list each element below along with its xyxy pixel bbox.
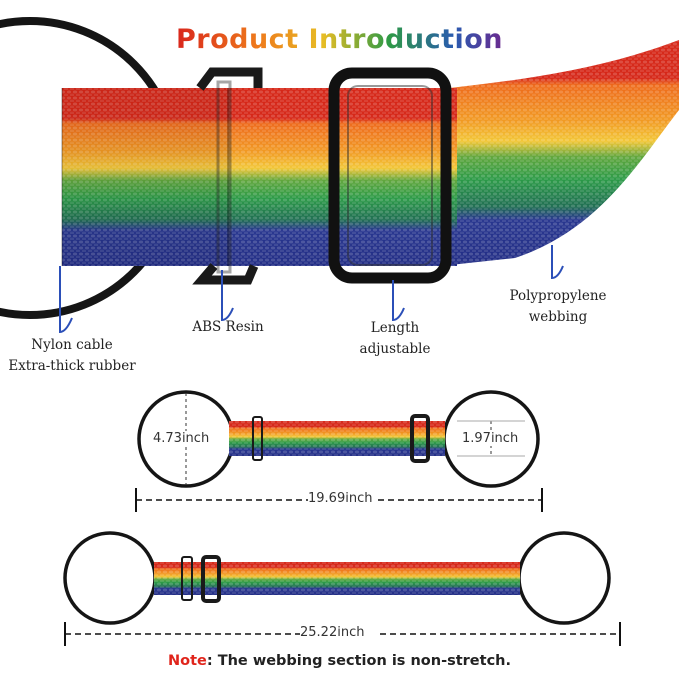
annotation-lines xyxy=(59,245,564,334)
length-buckle xyxy=(328,67,452,284)
length-label-line1: Length xyxy=(370,320,420,336)
note-text: Note: The webbing section is non-stretch… xyxy=(0,653,679,669)
nylon-label-line2: Extra-thick rubber xyxy=(8,358,136,374)
nylon-label-line1: Nylon cable xyxy=(31,337,113,353)
page-title: Product Introduction xyxy=(175,24,504,55)
ring-diameter-label: 4.73inch xyxy=(151,431,212,446)
abs-slider xyxy=(192,67,263,285)
max-length-label: 25.22inch xyxy=(300,625,365,640)
strap-width-label: 1.97inch xyxy=(460,431,521,446)
short-config-diagram xyxy=(135,390,543,512)
abs-label-text: ABS Resin xyxy=(192,319,264,335)
length-label-line2: adjustable xyxy=(359,341,431,357)
long-config-diagram xyxy=(63,531,621,646)
length-adjustable-label: Length adjustable xyxy=(345,318,445,360)
note-prefix: Note xyxy=(168,653,207,669)
min-length-label: 19.69inch xyxy=(308,491,373,506)
polypropylene-label: Polypropylene webbing xyxy=(498,286,618,328)
nylon-cable-label: Nylon cable Extra-thick rubber xyxy=(2,335,142,377)
poly-label-line1: Polypropylene xyxy=(509,288,607,304)
abs-resin-label: ABS Resin xyxy=(178,317,278,338)
poly-label-line2: webbing xyxy=(528,309,588,325)
note-body: : The webbing section is non-stretch. xyxy=(206,653,511,669)
